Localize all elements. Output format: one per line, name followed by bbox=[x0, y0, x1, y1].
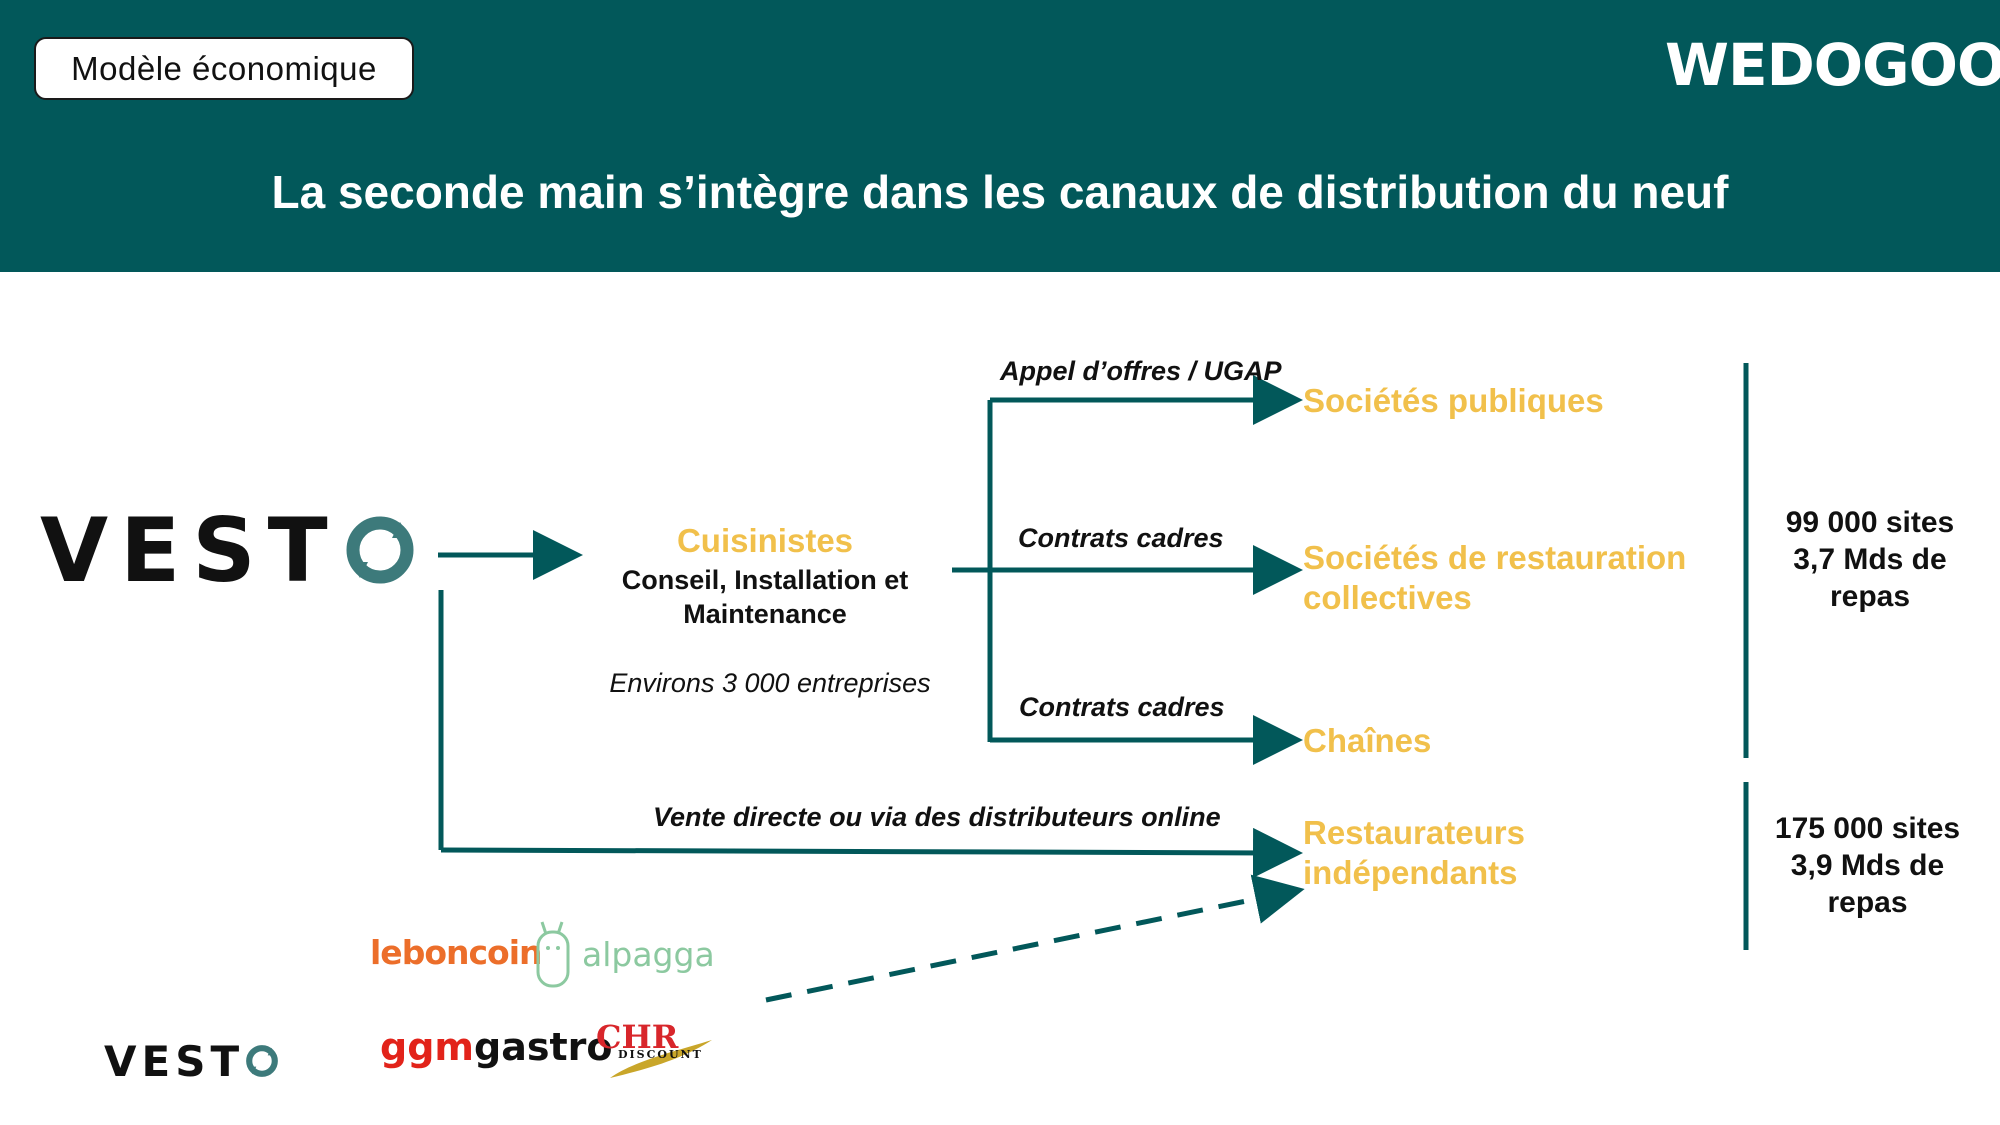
target-societes-publiques: Sociétés publiques bbox=[1303, 382, 1604, 419]
vesto-logo: VEST bbox=[40, 498, 418, 602]
chr-swoosh-icon bbox=[610, 1040, 712, 1078]
label-appel-offres: Appel d’offres / UGAP bbox=[1000, 356, 1282, 386]
alpaca-icon bbox=[536, 921, 570, 988]
vesto-small-logo: VEST bbox=[104, 1036, 280, 1086]
label-contrats-cadres-1: Contrats cadres bbox=[1018, 523, 1224, 553]
target-chaines: Chaînes bbox=[1303, 722, 1432, 759]
ggmgastro-ggm: ggm bbox=[380, 1025, 474, 1069]
section-tag: Modèle économique bbox=[34, 37, 414, 100]
chr-discount-logo: CHR DISCOUNT bbox=[592, 1018, 717, 1080]
leboncoin-logo: leboncoin bbox=[370, 933, 543, 972]
brand-logo: WEDOGOOD bbox=[1665, 30, 2000, 100]
chr-sub-text: DISCOUNT bbox=[618, 1048, 703, 1061]
stat-chained-unit: repas bbox=[1829, 580, 1911, 613]
stat-chained-meals: 3,7 Mds de bbox=[1793, 543, 1947, 576]
alpagga-text: alpagga bbox=[582, 934, 715, 974]
vesto-logo-text: VEST bbox=[40, 498, 340, 602]
cuisinistes-services: Conseil, Installation et Maintenance bbox=[621, 565, 909, 629]
arrow-platforms-to-independants bbox=[765, 874, 1305, 1003]
stat-chained-sites: 99 000 sites bbox=[1785, 506, 1955, 539]
stat-chained: 99 000 sites 3,7 Mds de repas bbox=[1760, 504, 1980, 615]
arrow-direct-to-independants bbox=[440, 827, 1303, 878]
label-vente-directe: Vente directe ou via des distributeurs o… bbox=[653, 802, 1221, 832]
stat-independants-meals: 3,9 Mds de bbox=[1790, 849, 1945, 882]
label-contrats-cadres-2: Contrats cadres bbox=[1019, 692, 1225, 722]
cuisinistes-count: Environs 3 000 entreprises bbox=[609, 668, 931, 698]
target-restauration-collectives: Sociétés de restauration collectives bbox=[1303, 539, 1687, 616]
stat-independants: 175 000 sites 3,9 Mds de repas bbox=[1755, 810, 1980, 921]
slide-title: La seconde main s’intègre dans les canau… bbox=[271, 166, 1729, 218]
target-restaurateurs-independants: Restaurateurs indépendants bbox=[1303, 814, 1525, 891]
ggmgastro-logo: ggmgastro bbox=[380, 1025, 612, 1069]
vesto-small-logo-text: VEST bbox=[104, 1036, 245, 1086]
recycle-icon bbox=[346, 516, 414, 584]
cuisinistes-title: Cuisinistes bbox=[676, 522, 854, 559]
chr-text: CHR bbox=[596, 1018, 679, 1056]
ggmgastro-gastro: gastro bbox=[474, 1025, 613, 1069]
alpagga-logo: alpagga bbox=[532, 918, 715, 990]
recycle-small-icon bbox=[246, 1045, 278, 1077]
stat-independants-sites: 175 000 sites bbox=[1774, 812, 1961, 845]
stat-independants-unit: repas bbox=[1827, 886, 1908, 919]
brand-name: WEDOGOOD bbox=[1665, 31, 2000, 99]
